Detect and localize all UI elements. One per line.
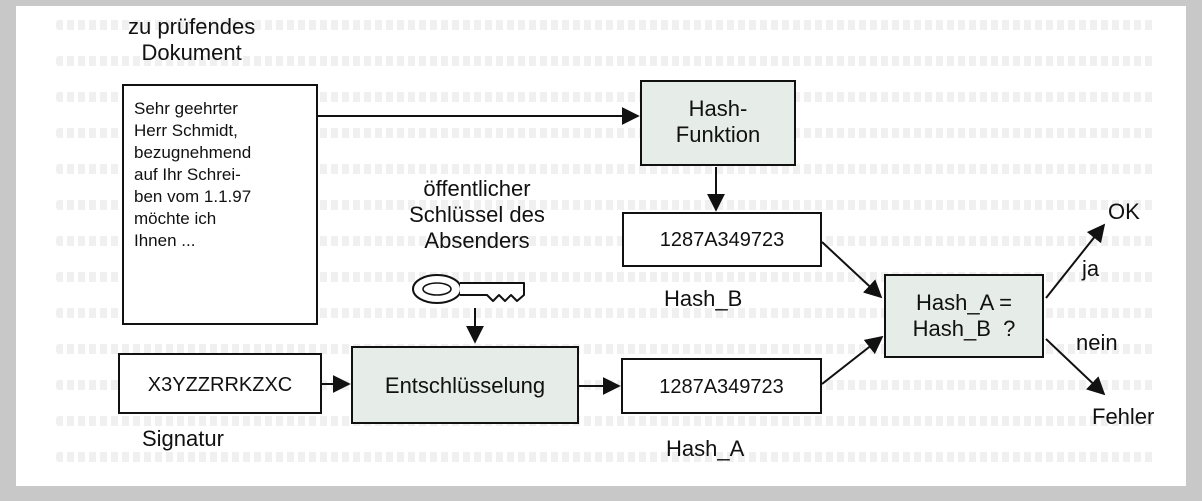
background-texture	[56, 92, 1156, 102]
background-texture	[56, 416, 1156, 426]
background-texture	[56, 452, 1156, 462]
signature-label: Signatur	[142, 426, 224, 451]
document-title-line-1: zu prüfendes	[128, 14, 256, 39]
hash-b-box: 1287A349723	[622, 212, 822, 267]
document-text: Sehr geehrter Herr Schmidt, bezugnehmend…	[134, 98, 251, 252]
background-texture	[56, 344, 1156, 354]
yes-label: ja	[1082, 256, 1100, 281]
background-texture	[56, 200, 1156, 210]
compare-line-2: Hash_B ?	[912, 316, 1016, 341]
background-texture	[56, 128, 1156, 138]
background-texture	[56, 272, 1156, 282]
signature-box: X3YZZRRKZXC	[118, 353, 322, 414]
ok-label: OK	[1108, 199, 1140, 224]
compare-box: Hash_A = Hash_B ?	[884, 274, 1044, 358]
document-line: Sehr geehrter	[134, 99, 238, 118]
hash-b-label: Hash_B	[664, 286, 743, 311]
public-key-caption: öffentlicher Schlüssel des Absenders	[382, 176, 572, 254]
decryption-box: Entschlüsselung	[351, 346, 579, 424]
error-label: Fehler	[1092, 404, 1155, 429]
hash-function-line-2: Funktion	[675, 122, 761, 147]
public-key-line-1: öffentlicher	[423, 176, 531, 201]
hash-function-line-1: Hash-	[688, 96, 748, 121]
document-line: auf Ihr Schrei-	[134, 165, 241, 184]
background-texture	[56, 164, 1156, 174]
background-texture	[56, 236, 1156, 246]
decryption-label: Entschlüsselung	[384, 373, 546, 398]
document-title-line-2: Dokument	[141, 40, 242, 65]
document-line: ben vom 1.1.97	[134, 187, 252, 206]
arrow-compare-to-error	[1045, 338, 1106, 396]
connector-arrows	[318, 107, 1106, 396]
diagram-frame: zu prüfendes Dokument Sehr geehrter Herr…	[16, 6, 1186, 486]
no-label: nein	[1076, 330, 1118, 355]
arrow-hash-a-to-compare	[821, 335, 884, 385]
document-line: Herr Schmidt,	[134, 121, 238, 140]
document-line: Ihnen ...	[134, 231, 196, 250]
public-key-line-3: Absenders	[424, 228, 530, 253]
background-texture	[56, 56, 1156, 66]
hash-a-value: 1287A349723	[659, 376, 784, 398]
document-line: bezugnehmend	[134, 143, 252, 162]
document-title: zu prüfendes Dokument	[128, 14, 255, 66]
arrow-compare-to-ok	[1045, 223, 1106, 299]
compare-line-1: Hash_A =	[915, 290, 1012, 315]
background-texture	[56, 20, 1156, 30]
key-icon	[412, 274, 525, 304]
public-key-line-2: Schlüssel des	[409, 202, 545, 227]
background-texture	[56, 308, 1156, 318]
hash-a-box: 1287A349723	[621, 358, 822, 414]
arrow-hash-b-to-compare	[821, 241, 883, 299]
document-line: möchte ich	[134, 209, 217, 228]
hash-b-value: 1287A349723	[659, 229, 785, 251]
hash-a-label: Hash_A	[666, 436, 745, 461]
signature-value: X3YZZRRKZXC	[147, 374, 293, 396]
hash-function-box: Hash- Funktion	[640, 80, 796, 166]
document-box: Sehr geehrter Herr Schmidt, bezugnehmend…	[122, 84, 318, 325]
